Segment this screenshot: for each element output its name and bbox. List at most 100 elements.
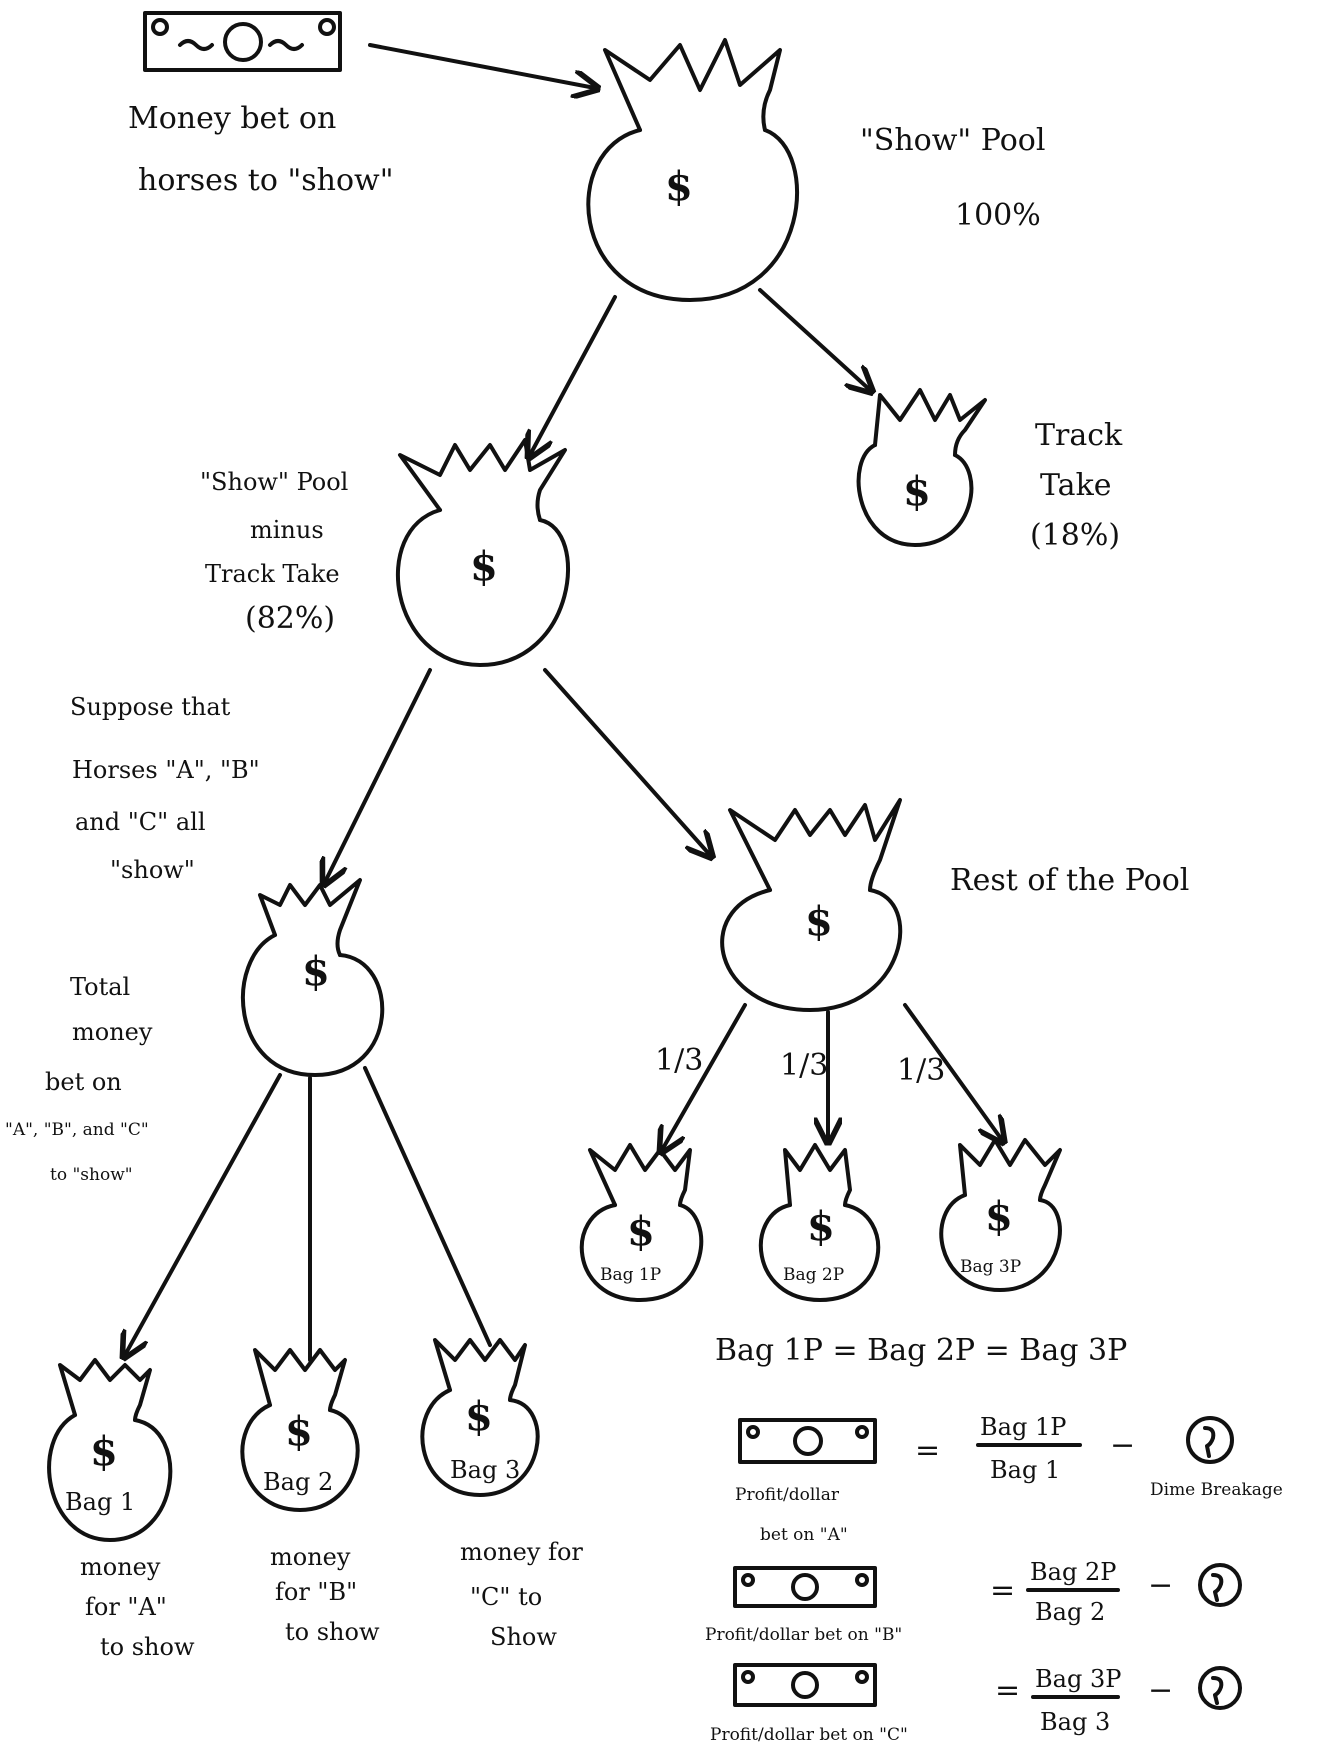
svg-text:money for: money for [460,1538,583,1566]
svg-text:Bag 2P: Bag 2P [1030,1558,1116,1586]
svg-text:Bag 3: Bag 3 [1040,1708,1110,1736]
show-pool-bag: $ [586,38,800,302]
svg-text:$: $ [465,1393,493,1440]
svg-text:and "C" all: and "C" all [75,808,206,836]
arrow-to-total-money [325,668,432,882]
svg-text:Bag 1: Bag 1 [990,1456,1060,1484]
line-to-bag-3 [363,1066,492,1347]
bag-2p: $ Bag 2P [758,1143,881,1302]
svg-text:$: $ [90,1428,118,1475]
bag-1p: $ Bag 1P [579,1143,704,1302]
svg-text:Total: Total [70,973,130,1001]
svg-text:Show: Show [490,1623,557,1651]
svg-text:(82%): (82%) [245,601,335,636]
arrow-to-track-take [758,288,870,390]
svg-text:Bag 2: Bag 2 [1035,1598,1105,1626]
svg-text:$: $ [805,898,833,945]
svg-text:Suppose that: Suppose that [70,693,231,721]
equality-statement: Bag 1P = Bag 2P = Bag 3P [715,1333,1127,1368]
svg-text:money: money [270,1543,351,1571]
svg-text:=: = [995,1673,1020,1708]
pool-minus-take-bag: $ [395,438,570,667]
show-pool-label: "Show" Pool 100% [860,123,1045,233]
fraction-1: 1/3 [655,1043,703,1078]
svg-text:Bag 1P: Bag 1P [980,1413,1066,1441]
dollar-bill-icon [143,11,342,72]
bag-2-caption: money for "B" to show [270,1543,380,1646]
rest-of-pool-label: Rest of the Pool [950,863,1189,898]
svg-text:Bag 3P: Bag 3P [960,1257,1021,1277]
fraction-3: 1/3 [897,1053,945,1088]
svg-text:"A", "B", and "C": "A", "B", and "C" [5,1120,149,1140]
svg-text:for "A": for "A" [85,1593,167,1621]
bag-3: $ Bag 3 [420,1338,540,1497]
svg-text:to "show": to "show" [50,1165,133,1185]
suppose-label: Suppose that Horses "A", "B" and "C" all… [70,693,260,884]
dollar-bill-icon [733,1566,877,1608]
rest-of-pool-bag: $ [720,798,903,1012]
svg-text:"Show" Pool: "Show" Pool [860,123,1045,158]
svg-text:Profit/dollar bet on "C": Profit/dollar bet on "C" [710,1725,908,1744]
svg-text:Bag 1: Bag 1 [65,1488,135,1516]
svg-text:$: $ [985,1193,1013,1240]
svg-text:Horses "A", "B": Horses "A", "B" [72,756,260,784]
bill-caption: Money bet on horses to "show" [128,101,394,198]
svg-text:Money bet on: Money bet on [128,101,336,136]
svg-text:$: $ [285,1408,313,1455]
svg-text:to show: to show [100,1633,195,1661]
svg-text:$: $ [665,163,693,210]
bill-to-pool-arrow [368,43,595,88]
total-money-label: Total money bet on "A", "B", and "C" to … [5,973,153,1185]
total-money-bag: $ [240,878,385,1077]
svg-text:Bag 2P: Bag 2P [783,1265,844,1285]
svg-text:to show: to show [285,1618,380,1646]
svg-text:bet on: bet on [45,1068,122,1096]
svg-text:=: = [915,1433,940,1468]
svg-text:$: $ [470,543,498,590]
svg-text:−: − [1110,1428,1135,1463]
svg-text:−: − [1148,1673,1173,1708]
dime-icon [1186,1416,1234,1464]
svg-text:$: $ [627,1208,655,1255]
arrow-to-bag-1p [662,1003,747,1150]
track-take-label: Track Take (18%) [1030,418,1123,553]
arrow-to-bag-3p [903,1003,1002,1140]
dime-icon [1198,1666,1242,1710]
svg-text:Track Take: Track Take [205,560,340,588]
bag-3-caption: money for "C" to Show [460,1538,583,1651]
formula-c: Profit/dollar bet on "C" = Bag 3P Bag 3 … [710,1663,1242,1744]
formula-b: Profit/dollar bet on "B" = Bag 2P Bag 2 … [705,1558,1242,1645]
svg-text:$: $ [903,468,931,515]
svg-text:for "B": for "B" [275,1578,357,1606]
svg-text:"Show" Pool: "Show" Pool [200,468,348,496]
svg-text:Profit/dollar bet on "B": Profit/dollar bet on "B" [705,1625,902,1645]
svg-text:minus: minus [250,516,324,544]
arrow-to-bag-1 [125,1073,282,1355]
svg-text:money: money [72,1018,153,1046]
dollar-bill-icon [738,1418,877,1464]
pool-minus-take-label: "Show" Pool minus Track Take (82%) [200,468,348,636]
svg-text:$: $ [302,948,330,995]
svg-text:=: = [990,1573,1015,1608]
fraction-2: 1/3 [780,1048,828,1083]
bag-3p: $ Bag 3P [939,1138,1062,1292]
svg-text:horses to "show": horses to "show" [138,163,394,198]
arrow-to-rest-of-pool [543,668,710,855]
bag-1-caption: money for "A" to show [80,1553,195,1661]
bag-2: $ Bag 2 [240,1348,360,1512]
svg-text:"C" to: "C" to [470,1583,542,1611]
svg-text:(18%): (18%) [1030,518,1120,553]
dime-icon [1198,1563,1242,1607]
bag-1: $ Bag 1 [47,1358,173,1542]
svg-text:Track: Track [1035,418,1123,453]
svg-text:$: $ [807,1203,835,1250]
svg-text:"show": "show" [110,856,195,884]
svg-text:Bag 2: Bag 2 [263,1468,333,1496]
svg-text:Bag 1P: Bag 1P [600,1265,661,1285]
dollar-bill-icon [733,1663,877,1707]
svg-text:−: − [1148,1568,1173,1603]
formula-a: Profit/dollar bet on "A" = Bag 1P Bag 1 … [735,1413,1283,1545]
svg-text:Bag 3P: Bag 3P [1035,1665,1121,1693]
svg-text:100%: 100% [955,198,1041,233]
svg-text:bet on "A": bet on "A" [760,1525,848,1545]
